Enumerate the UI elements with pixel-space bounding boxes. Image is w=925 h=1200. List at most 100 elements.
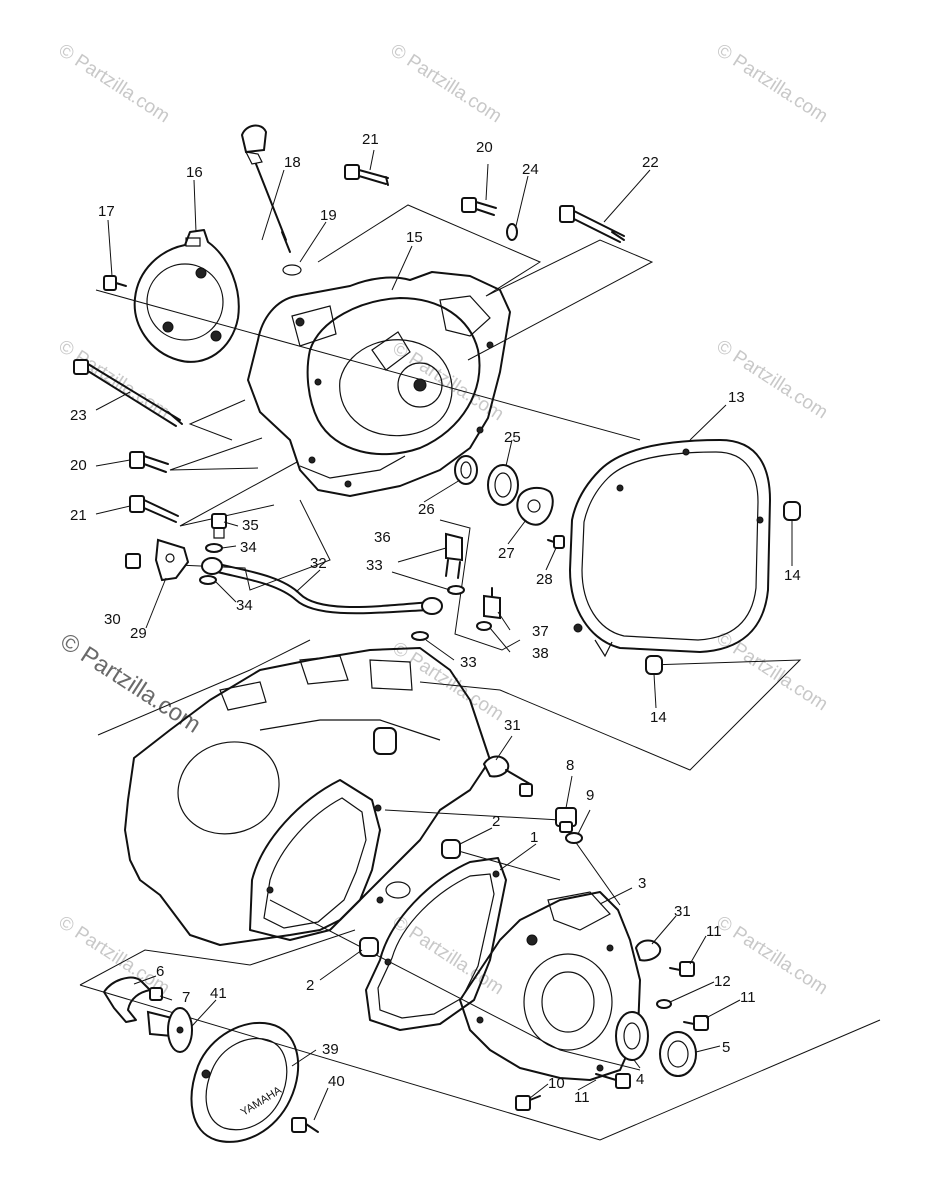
callout-9: 9	[586, 787, 595, 804]
callout-37: 37	[532, 623, 549, 640]
callout-31: 31	[504, 717, 521, 734]
callout-4: 4	[636, 1071, 645, 1088]
callout-21b: 21	[70, 507, 87, 524]
callout-14: 14	[784, 567, 801, 584]
leader-lines	[95, 149, 793, 1121]
part-36-sender	[445, 532, 463, 579]
part-22-long-bolt	[559, 205, 625, 243]
part-5-oil-seal	[659, 1031, 697, 1077]
callout-34: 34	[240, 539, 257, 556]
part-4-bearing	[615, 1011, 649, 1061]
callout-34b: 34	[236, 597, 253, 614]
part-17-bolt	[103, 275, 127, 291]
callout-26: 26	[418, 501, 435, 518]
part-10-bolt	[515, 1095, 541, 1111]
callout-15: 15	[406, 229, 423, 246]
callout-2: 2	[492, 813, 501, 830]
part-9-o-ring	[565, 832, 583, 844]
callout-17: 17	[98, 203, 115, 220]
part-33-washer-upper	[447, 585, 465, 595]
callout-30: 30	[104, 611, 121, 628]
part-21-bolt-top	[344, 164, 389, 186]
part-23-long-bolt	[73, 359, 183, 427]
part-31-clamp-upper	[482, 755, 533, 797]
callout-40: 40	[328, 1073, 345, 1090]
callout-29: 29	[130, 625, 147, 642]
callout-11b: 11	[740, 989, 756, 1006]
callout-39: 39	[322, 1041, 339, 1058]
part-32-oil-pipe	[201, 557, 443, 615]
callout-19: 19	[320, 207, 337, 224]
callout-35: 35	[242, 517, 259, 534]
callout-12: 12	[714, 973, 731, 990]
callout-1: 1	[530, 829, 539, 846]
callout-32: 32	[310, 555, 327, 572]
part-40-screw	[291, 1117, 319, 1133]
callout-8: 8	[566, 757, 575, 774]
callout-33b: 33	[460, 654, 477, 671]
callout-22: 22	[642, 154, 659, 171]
part-2-dowel-upper	[441, 839, 461, 859]
part-29-bracket	[154, 538, 190, 582]
callout-33: 33	[366, 557, 383, 574]
callout-41: 41	[210, 985, 227, 1002]
part-41-shaft	[146, 1007, 193, 1053]
part-14-dowel-upper	[783, 501, 801, 521]
part-18-dipstick	[240, 124, 291, 253]
callout-38: 38	[532, 645, 549, 662]
explode-lines-upper	[95, 204, 802, 771]
callout-11: 11	[706, 923, 722, 940]
callout-36: 36	[374, 529, 391, 546]
part-34-washer-lower	[199, 575, 217, 585]
part-35-union-bolt	[211, 513, 227, 539]
part-28-screw	[547, 535, 565, 549]
part-19-o-ring	[282, 264, 302, 276]
callout-10: 10	[548, 1075, 565, 1092]
part-20-bolt-lower	[129, 451, 169, 473]
part-3-crankcase-cover	[459, 891, 641, 1081]
part-2-dowel-lower	[359, 937, 379, 957]
callout-31b: 31	[674, 903, 691, 920]
callout-24: 24	[522, 161, 539, 178]
callout-21: 21	[362, 131, 379, 148]
part-12-washer	[656, 999, 672, 1009]
part-21-bolt-lower	[129, 495, 179, 523]
part-26-oil-seal	[454, 455, 478, 485]
callout-6: 6	[156, 963, 165, 980]
part-11-bolt-a	[669, 961, 695, 977]
cover-logo-text: YAMAHA	[239, 1084, 285, 1119]
part-14-dowel-lower	[645, 655, 663, 675]
callout-16: 16	[186, 164, 203, 181]
part-13-gasket	[569, 439, 771, 658]
callout-20b: 20	[70, 457, 87, 474]
part-1-gasket	[365, 857, 507, 1031]
part-6-clip	[103, 976, 151, 1023]
part-7-screw	[149, 987, 163, 1001]
part-24-washer	[506, 223, 518, 241]
part-16-plate	[133, 229, 240, 363]
part-39-cover: YAMAHA	[190, 1021, 300, 1143]
callout-18: 18	[284, 154, 301, 171]
part-31-clamp-lower	[634, 939, 662, 962]
callout-27: 27	[498, 545, 515, 562]
part-33-washer-lower	[411, 631, 429, 641]
callout-11c: 11	[574, 1089, 590, 1106]
callout-7: 7	[182, 989, 191, 1006]
explode-lines-lower	[79, 809, 881, 1141]
callout-14b: 14	[650, 709, 667, 726]
part-27-plate	[516, 486, 554, 526]
callout-28: 28	[536, 571, 553, 588]
part-11-bolt-c	[595, 1073, 631, 1089]
part-15-crankcase-cover	[247, 271, 511, 497]
callout-5: 5	[722, 1039, 731, 1056]
part-20-bolt-top	[461, 197, 497, 216]
callout-23: 23	[70, 407, 87, 424]
callout-25: 25	[504, 429, 521, 446]
callout-20: 20	[476, 139, 493, 156]
callout-13: 13	[728, 389, 745, 406]
part-25-bearing	[487, 464, 519, 506]
part-34-washer-upper	[205, 543, 223, 553]
part-38-washer	[476, 621, 492, 631]
callout-2b: 2	[306, 977, 315, 994]
